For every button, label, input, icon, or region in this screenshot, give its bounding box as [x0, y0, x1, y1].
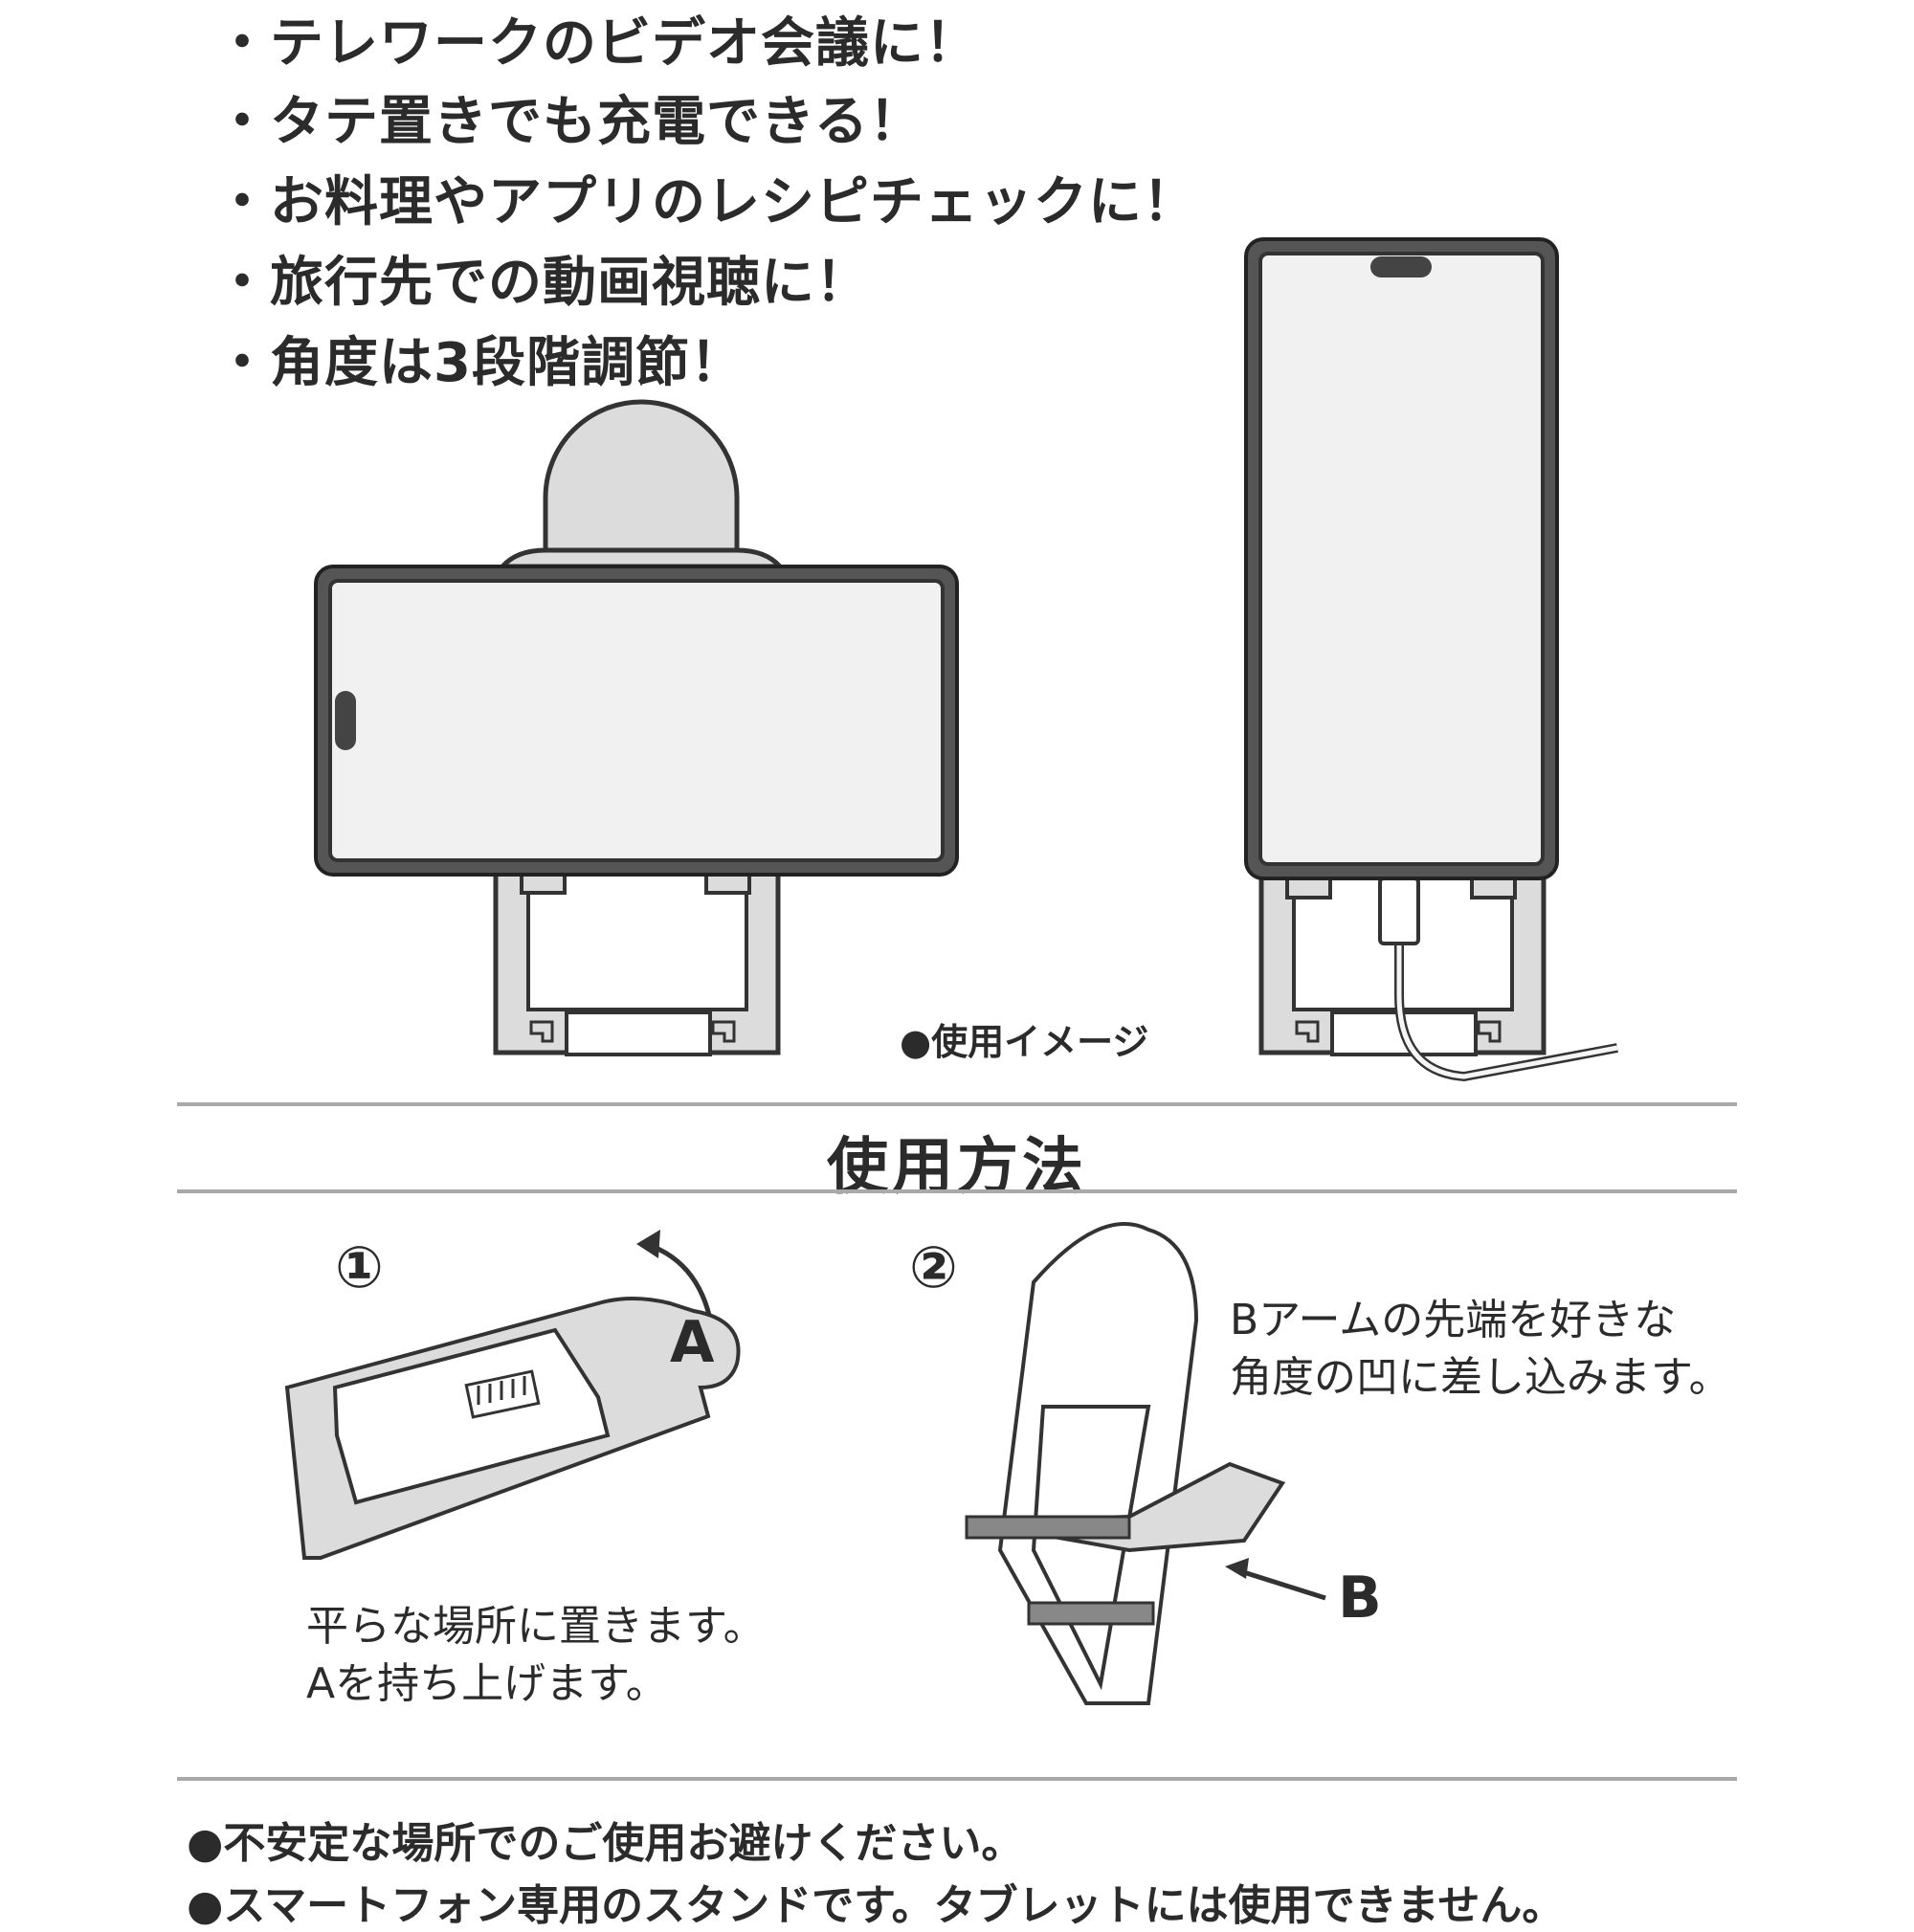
feature-item: ・角度は3段階調節！	[215, 332, 745, 394]
divider-bottom	[177, 1777, 1737, 1781]
phone-screen	[328, 579, 945, 862]
pointer-b-head	[1225, 1558, 1249, 1579]
lift-arrow-head	[636, 1230, 660, 1258]
stand-base-notch	[565, 1010, 712, 1056]
label-a: A	[670, 1309, 715, 1376]
step1-number: ①	[335, 1234, 384, 1301]
arm-tip-left	[965, 1515, 1131, 1540]
divider-title	[177, 1189, 1737, 1193]
step2-caption-line2: 角度の凹に差し込みます。	[1230, 1353, 1731, 1402]
caution-note: ●不安定な場所でのご使用お避けください。	[187, 1819, 1024, 1868]
step1-caption-line1: 平らな場所に置きます。	[306, 1602, 766, 1651]
caution-note: ●スマートフォン専用のスタンドです。タブレットには使用できません。	[187, 1881, 1565, 1930]
label-b: B	[1338, 1565, 1382, 1632]
phone-camera	[335, 691, 356, 750]
feature-item: ・タテ置きでも充電できる！	[215, 91, 924, 153]
upright-stand-opening	[1031, 1405, 1151, 1691]
feature-item: ・テレワークのビデオ会議に！	[215, 12, 979, 75]
notch-left	[529, 1020, 554, 1043]
arm-tip-right	[1027, 1601, 1155, 1626]
feature-item: ・お料理やアプリのレシピチェックに！	[215, 171, 1197, 233]
image-note: ●使用イメージ	[900, 1021, 1149, 1063]
step1-caption-line2: Aを持ち上げます。	[306, 1659, 668, 1708]
notch-left	[1295, 1020, 1320, 1043]
notch-right	[711, 1020, 736, 1043]
pointer-b	[1234, 1566, 1326, 1601]
grip-lines	[477, 1376, 526, 1405]
stand-shoulder	[497, 547, 786, 569]
notch-right	[1477, 1020, 1502, 1043]
step2-number: ②	[909, 1234, 958, 1301]
flat-stand-inner	[332, 1327, 611, 1505]
feature-item: ・旅行先での動画視聴に！	[215, 252, 870, 314]
phone-screen	[1258, 252, 1545, 866]
step1-caption: 平らな場所に置きます。 Aを持ち上げます。	[306, 1598, 766, 1713]
charging-cable-inner	[1396, 943, 1618, 1079]
stand-head	[543, 399, 740, 567]
step2-caption: Bアームの先端を好きな 角度の凹に差し込みます。	[1230, 1292, 1731, 1407]
divider-top	[177, 1102, 1737, 1106]
phone-camera	[1370, 256, 1432, 278]
step2-caption-line1: Bアームの先端を好きな	[1230, 1296, 1677, 1344]
